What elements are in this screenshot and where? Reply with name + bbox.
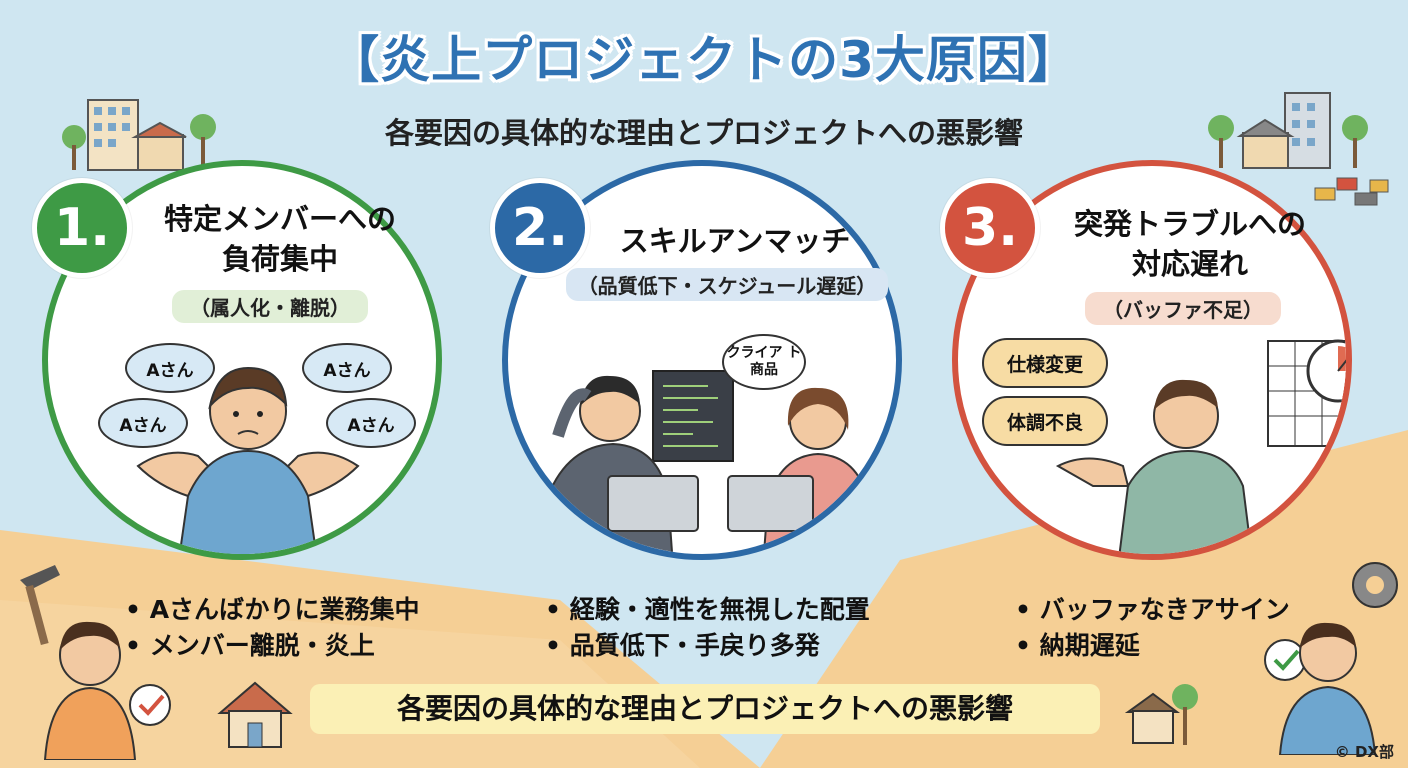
worker-illustration-right — [1264, 562, 1398, 755]
list-item: バッファなきアサイン — [1015, 592, 1290, 628]
cause-2-bullets: 経験・適性を無視した配置 品質低下・手戻り多発 — [545, 592, 870, 664]
cause-3-number: 3. — [940, 178, 1040, 278]
speech-bubble: クライア ト商品 — [722, 334, 806, 390]
building-illustration-left — [62, 99, 216, 171]
building-illustration-right — [1208, 92, 1389, 206]
speech-bubble: 体調不良 — [982, 396, 1108, 446]
speech-bubble: Aさん — [326, 398, 416, 448]
cause-1-heading-line1: 特定メンバーへの — [163, 202, 396, 236]
cause-1-heading-line2: 負荷集中 — [221, 242, 338, 276]
cause-1-bullets: Aさんばかりに業務集中 メンバー離脱・炎上 — [125, 592, 420, 664]
speech-bubble: Aさん — [125, 343, 215, 393]
cause-1-number: 1. — [32, 178, 132, 278]
cause-3-heading-line1: 突発トラブルへの — [1073, 207, 1306, 241]
cause-3-subheading: （バッファ不足） — [1085, 292, 1281, 325]
small-house-illustration — [1125, 684, 1198, 745]
list-item: 経験・適性を無視した配置 — [545, 592, 870, 628]
cause-2-heading: スキルアンマッチ — [619, 224, 851, 258]
list-item: Aさんばかりに業務集中 — [125, 592, 420, 628]
page-subtitle: 各要因の具体的な理由とプロジェクトへの悪影響 — [384, 116, 1023, 150]
credit-label: © DX部 — [1334, 743, 1394, 761]
list-item: 品質低下・手戻り多発 — [545, 628, 870, 664]
speech-bubble: Aさん — [302, 343, 392, 393]
cause-3-bullets: バッファなきアサイン 納期遅延 — [1015, 592, 1290, 664]
cause-2-number: 2. — [490, 178, 590, 278]
speech-bubble: Aさん — [98, 398, 188, 448]
delayed-response-illustration — [1055, 339, 1346, 554]
skill-mismatch-illustration — [542, 370, 874, 554]
page-title: 【炎上プロジェクトの3大原因】 — [329, 31, 1079, 89]
house-icon — [217, 681, 293, 748]
speech-bubble: 仕様変更 — [982, 338, 1108, 388]
cause-1-subheading: （属人化・離脱） — [172, 290, 368, 323]
cause-3-heading-line2: 対応遅れ — [1131, 247, 1248, 281]
worker-illustration-left — [20, 565, 171, 760]
bottom-banner: 各要因の具体的な理由とプロジェクトへの悪影響 — [310, 684, 1100, 734]
list-item: 納期遅延 — [1015, 628, 1290, 664]
cause-2-subheading: （品質低下・スケジュール遅延） — [566, 268, 888, 301]
list-item: メンバー離脱・炎上 — [125, 628, 420, 664]
overloaded-worker-illustration — [136, 366, 360, 554]
